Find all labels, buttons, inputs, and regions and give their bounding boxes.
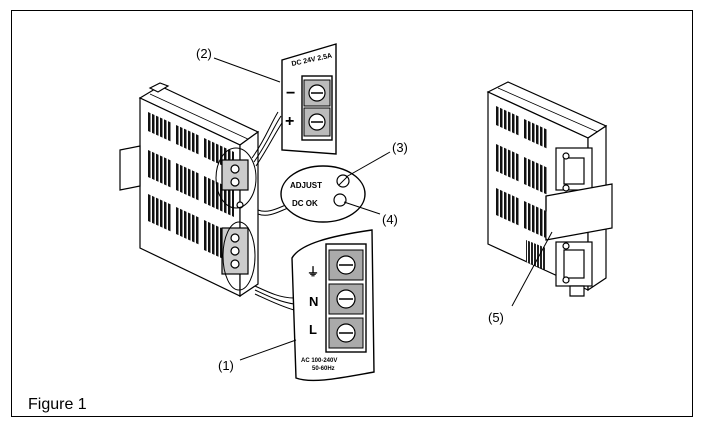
leader-3	[345, 151, 391, 178]
ac-terminal-zoom: ⏚ N L AC 100-240V 50-60Hz	[291, 229, 375, 382]
dc-plus-label: +	[285, 113, 294, 130]
indicator-zoom: ADJUST DC OK	[280, 165, 366, 223]
callout-5: (5)	[488, 310, 504, 325]
left-power-supply	[119, 82, 260, 298]
ac-frequency-label: 50-60Hz	[312, 366, 335, 372]
neutral-label: N	[309, 294, 318, 309]
leader-lines	[213, 57, 553, 361]
left-front-dc-block	[221, 159, 249, 275]
leader-2	[213, 57, 281, 83]
callout-4: (4)	[382, 212, 398, 227]
callout-3: (3)	[392, 140, 408, 155]
ground-label: ⏚	[307, 265, 319, 279]
leader-1	[239, 339, 297, 361]
dc-terminal-zoom: DC 24V 2.5A − +	[281, 43, 337, 155]
dc-minus-label: −	[286, 85, 295, 102]
callout-1: (1)	[218, 358, 234, 373]
ac-rating-label: AC 100-240V	[301, 358, 337, 364]
right-vents	[496, 106, 548, 270]
callout-2: (2)	[196, 46, 212, 61]
leader-4	[343, 201, 381, 215]
leader-5	[511, 231, 553, 307]
dc-ok-led-icon	[333, 193, 347, 207]
right-power-supply	[486, 81, 613, 297]
adjust-label: ADJUST	[290, 181, 322, 190]
figure-caption: Figure 1	[28, 396, 87, 413]
line-label: L	[309, 322, 317, 337]
dc-ok-label: DC OK	[292, 199, 318, 208]
figure-frame	[11, 10, 693, 417]
